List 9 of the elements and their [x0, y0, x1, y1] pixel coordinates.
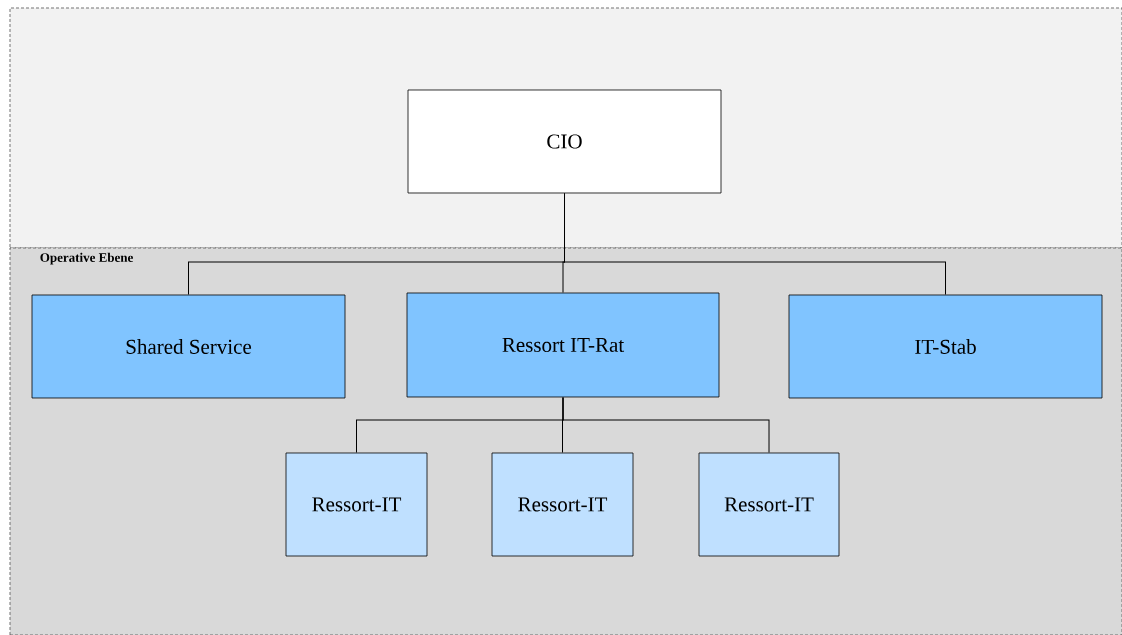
unit-box: IT-Stab	[788, 294, 1103, 399]
unit-box: Ressort IT-Rat	[406, 292, 720, 398]
unit-box: Ressort-IT	[491, 452, 634, 557]
connector-line	[562, 396, 770, 454]
connector-line	[564, 192, 946, 296]
position-box: CIO	[407, 89, 722, 194]
unit-box: Ressort-IT	[698, 452, 840, 557]
unit-box: Ressort-IT	[285, 452, 428, 557]
unit-box: Shared Service	[31, 294, 346, 399]
